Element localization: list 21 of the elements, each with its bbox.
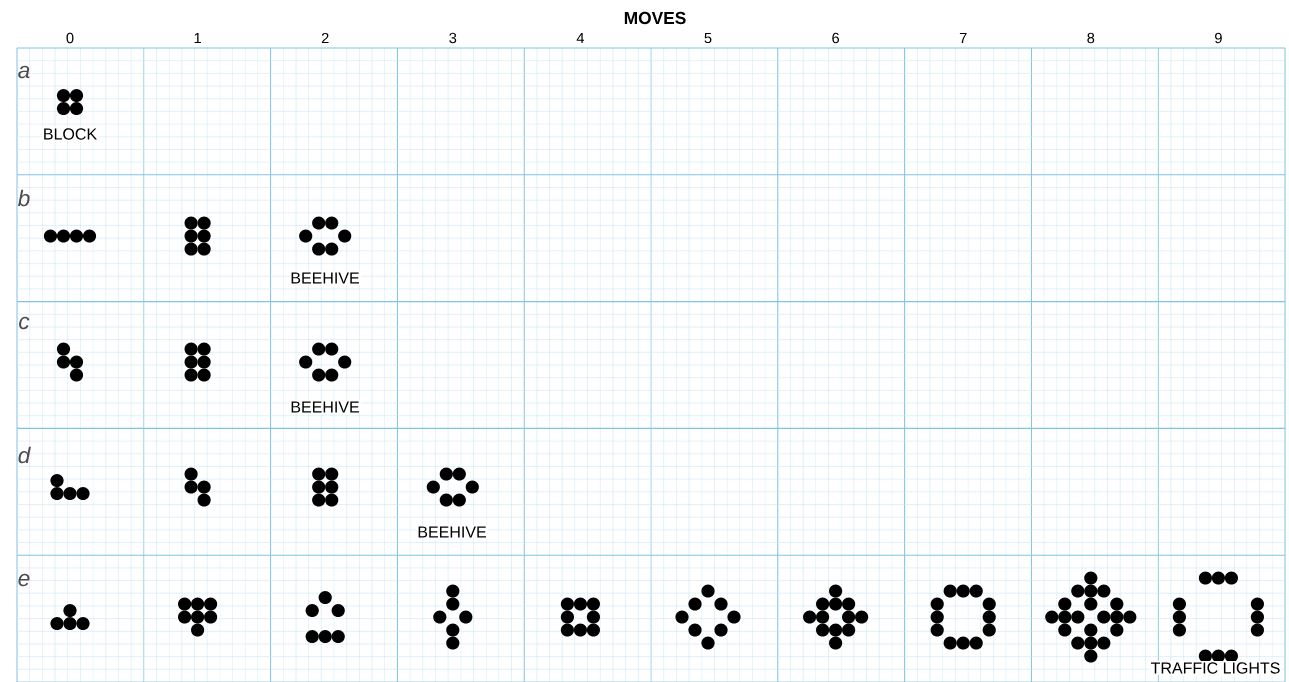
row-letter: b	[18, 189, 30, 207]
column-number: 9	[1215, 32, 1222, 44]
column-number: 6	[832, 32, 840, 44]
row-letter: e	[18, 573, 30, 587]
row-letter: a	[18, 65, 30, 79]
pattern-name: BEEHIVE	[416, 525, 488, 539]
column-number: 5	[704, 32, 712, 44]
column-number: 3	[449, 32, 457, 44]
column-number: 8	[1087, 32, 1095, 44]
pattern-name: BEEHIVE	[289, 400, 361, 414]
row-letter: d	[18, 446, 31, 464]
pattern-name: BEEHIVE	[289, 271, 361, 285]
column-number: 7	[959, 32, 967, 44]
column-number: 1	[194, 32, 201, 44]
pattern-name: TRAFFIC LIGHTS	[1149, 661, 1282, 675]
column-number: 0	[66, 32, 74, 44]
pattern-name: BLOCK	[41, 127, 99, 141]
row-letter: c	[19, 316, 30, 330]
column-number: 4	[576, 32, 585, 44]
column-number: 2	[321, 32, 329, 44]
axis-title: MOVES	[624, 11, 686, 25]
